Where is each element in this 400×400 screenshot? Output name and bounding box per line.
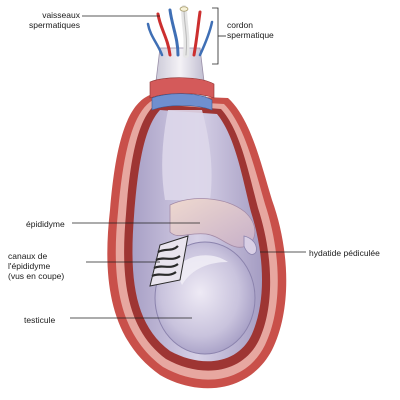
label-testicule: testicule: [24, 315, 56, 325]
cord-inner: [162, 110, 212, 200]
label-hydatide-pediculee: hydatide pédiculée: [309, 248, 380, 258]
testis-highlight: [175, 255, 228, 285]
hydatid: [243, 235, 257, 255]
label-vaisseaux-spermatiques: vaisseaux spermatiques: [28, 10, 80, 30]
duct-section: [149, 235, 189, 287]
label-cordon-spermatique: cordon spermatique: [227, 20, 274, 40]
spermatic-vessels: [146, 5, 214, 58]
label-epididyme: épididyme: [26, 219, 65, 229]
vessel-lumen: [179, 6, 189, 12]
cord-fold-2: [151, 93, 213, 111]
label-canaux-epididyme: canaux de l'épididyme (vus en coupe): [8, 251, 65, 281]
leader-lines: [70, 7, 306, 319]
